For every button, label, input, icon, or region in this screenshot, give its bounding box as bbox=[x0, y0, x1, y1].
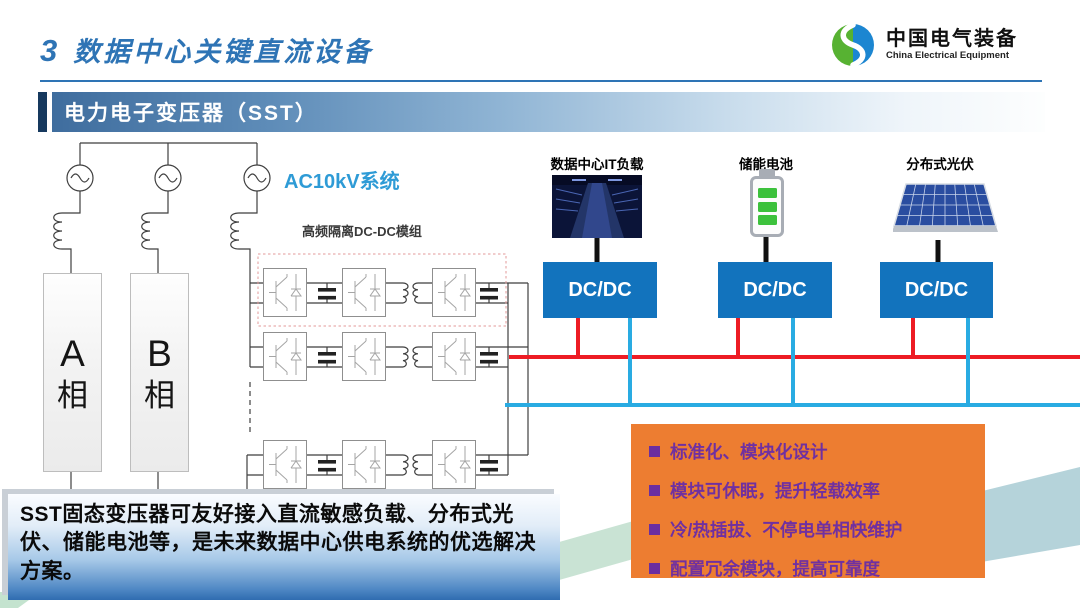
feature-item: 模块可休眠，提升轻载效率 bbox=[649, 478, 967, 503]
load-connector-lines bbox=[594, 235, 941, 262]
phase-a-box: A 相 bbox=[43, 273, 102, 472]
header-underline bbox=[40, 80, 1042, 82]
dcdc-converter-it: DC/DC bbox=[543, 262, 657, 318]
inductor-icon bbox=[230, 212, 240, 250]
dcdc-module-label: 高频隔离DC-DC模组 bbox=[302, 224, 422, 239]
feature-text: 冷/热插拔、不停电单相快维护 bbox=[670, 520, 903, 540]
phase-a-suffix: 相 bbox=[57, 377, 88, 413]
phase-b-box: B 相 bbox=[130, 273, 189, 472]
phase-b-letter: B bbox=[147, 332, 172, 374]
server-room-image bbox=[552, 175, 642, 238]
slide-header: 3 数据中心关键直流设备 bbox=[40, 30, 373, 69]
ac-system-label: AC10kV系统 bbox=[284, 171, 400, 193]
dcdc-module-row bbox=[264, 269, 529, 317]
battery-cap bbox=[759, 169, 775, 176]
page-title: 数据中心关键直流设备 bbox=[73, 37, 374, 67]
feature-text: 配置冗余模块，提高可靠度 bbox=[670, 559, 880, 579]
dc-bus-lines bbox=[505, 318, 1080, 407]
bullet-square-icon bbox=[649, 485, 660, 496]
battery-icon bbox=[750, 169, 784, 237]
inductor-icon bbox=[53, 212, 63, 250]
feature-text: 模块可休眠，提升轻载效率 bbox=[670, 481, 880, 501]
feature-item: 标准化、模块化设计 bbox=[649, 439, 967, 464]
dcdc-module-row bbox=[264, 333, 529, 381]
company-logo: 中国电气装备 China Electrical Equipment bbox=[830, 22, 1018, 68]
logo-company-name-en: China Electrical Equipment bbox=[886, 50, 1009, 62]
load-label-battery: 储能电池 bbox=[739, 157, 793, 172]
logo-company-name: 中国电气装备 bbox=[886, 28, 1018, 51]
solar-panel-icon bbox=[892, 180, 998, 242]
dcdc-module-row bbox=[264, 441, 529, 489]
logo-sphere-icon bbox=[832, 22, 874, 68]
bullet-square-icon bbox=[649, 446, 660, 457]
section-title: 电力电子变压器（SST） bbox=[64, 102, 318, 125]
section-number: 3 bbox=[40, 33, 58, 68]
features-panel: 标准化、模块化设计 模块可休眠，提升轻载效率 冷/热插拔、不停电单相快维护 配置… bbox=[631, 424, 985, 581]
section-accent-bar bbox=[38, 92, 47, 132]
bullet-square-icon bbox=[649, 563, 660, 574]
feature-text: 标准化、模块化设计 bbox=[670, 442, 828, 462]
bullet-square-icon bbox=[649, 524, 660, 535]
load-label-pv: 分布式光伏 bbox=[906, 157, 974, 172]
phase-b-suffix: 相 bbox=[144, 377, 175, 413]
inductor-icon bbox=[141, 212, 151, 250]
load-label-it: 数据中心IT负载 bbox=[550, 157, 644, 172]
summary-box: SST固态变压器可友好接入直流敏感负载、分布式光伏、储能电池等，是未来数据中心供… bbox=[8, 494, 560, 600]
dcdc-converter-battery: DC/DC bbox=[718, 262, 832, 318]
feature-item: 配置冗余模块，提高可靠度 bbox=[649, 556, 967, 581]
battery-body bbox=[750, 176, 784, 237]
phase-a-letter: A bbox=[60, 332, 85, 374]
section-gradient-bar: 电力电子变压器（SST） bbox=[52, 92, 1045, 132]
section-title-bar: 电力电子变压器（SST） bbox=[38, 92, 1045, 132]
ac-input-wiring bbox=[53, 142, 529, 491]
summary-text: SST固态变压器可友好接入直流敏感负载、分布式光伏、储能电池等，是未来数据中心供… bbox=[20, 503, 536, 583]
feature-item: 冷/热插拔、不停电单相快维护 bbox=[649, 517, 967, 542]
dcdc-converter-pv: DC/DC bbox=[880, 262, 993, 318]
